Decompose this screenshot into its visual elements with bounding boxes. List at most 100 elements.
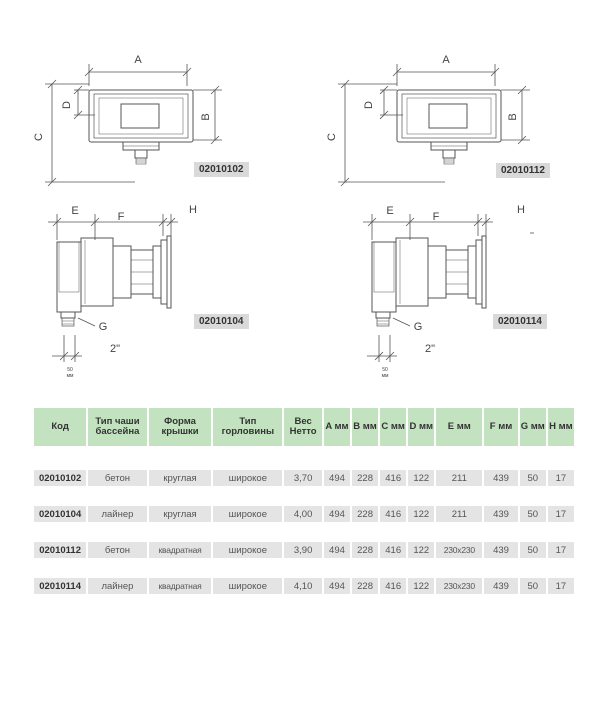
dim-label-b-right: B — [507, 113, 519, 120]
table-cell: 122 — [408, 578, 435, 594]
table-row: 02010114 лайнер квадратная широкое 4,10 … — [34, 578, 574, 594]
table-cell: 50 — [519, 578, 546, 594]
dim-label-e: E — [71, 205, 78, 217]
dim-label-d: D — [61, 101, 73, 109]
table-cell: 17 — [547, 578, 574, 594]
dim-label-a-right: A — [442, 54, 450, 66]
front-view-left — [88, 89, 194, 165]
table-cell: 3,90 — [284, 542, 322, 558]
side-view-left-dimensions — [48, 214, 178, 362]
table-cell: 439 — [484, 578, 518, 594]
dim-label-a: A — [134, 54, 142, 66]
pipe-size-label: 2" — [110, 343, 120, 355]
technical-drawings: A C D B A — [33, 54, 550, 379]
table-cell: 02010102 — [34, 470, 87, 486]
table-cell: 494 — [323, 578, 351, 594]
table-cell: 416 — [380, 542, 407, 558]
table-cell: 494 — [323, 542, 351, 558]
table-cell: широкое — [213, 542, 283, 558]
table-cell: широкое — [213, 470, 283, 486]
column-header: F мм — [484, 408, 518, 446]
gap-value-label-right: 50 — [382, 367, 388, 373]
gap-unit-label-right: мм — [382, 373, 389, 379]
dim-label-b: B — [200, 113, 212, 120]
table-cell: 228 — [352, 578, 379, 594]
product-code-label: 02010114 — [493, 314, 547, 329]
table-cell: 416 — [380, 578, 407, 594]
column-header: Код — [34, 408, 87, 446]
gap-value-label: 50 — [67, 367, 73, 373]
product-code-label: 02010112 — [496, 163, 550, 178]
side-view-left — [56, 235, 172, 327]
column-header: Тип чаши бассейна — [88, 408, 147, 446]
front-view-right — [396, 89, 502, 165]
table-cell: 439 — [484, 506, 518, 522]
gap-unit-label: мм — [67, 373, 74, 379]
column-header: A мм — [323, 408, 351, 446]
table-header-row: Код Тип чаши бассейна Форма крышки Тип г… — [34, 408, 574, 446]
pipe-size-label-right: 2" — [425, 343, 435, 355]
column-header: E мм — [436, 408, 483, 446]
column-header: Тип горловины — [213, 408, 283, 446]
table-cell: 50 — [519, 506, 546, 522]
table-cell: бетон — [88, 542, 147, 558]
table-cell: 3,70 — [284, 470, 322, 486]
dim-label-f: F — [118, 211, 125, 223]
dim-label-c-right: C — [326, 133, 338, 141]
table-cell: 02010112 — [34, 542, 87, 558]
table-cell: квадратная — [148, 542, 212, 558]
product-code-label: 02010104 — [194, 314, 249, 329]
table-cell: 02010114 — [34, 578, 87, 594]
dim-label-d-right: D — [363, 101, 375, 109]
table-cell: 416 — [380, 506, 407, 522]
table-cell: 494 — [323, 470, 351, 486]
column-header: D мм — [408, 408, 435, 446]
table-cell: круглая — [148, 506, 212, 522]
dim-label-e-right: E — [386, 205, 393, 217]
table-cell: 228 — [352, 470, 379, 486]
table-cell: 17 — [547, 470, 574, 486]
table-cell: 228 — [352, 506, 379, 522]
table-cell: бетон — [88, 470, 147, 486]
table-cell: 50 — [519, 542, 546, 558]
table-cell: 17 — [547, 506, 574, 522]
side-view-right — [371, 235, 487, 327]
table-row: 02010102 бетон круглая широкое 3,70 494 … — [34, 470, 574, 486]
product-code-label: 02010102 — [194, 162, 249, 177]
table-cell: квадратная — [148, 578, 212, 594]
table-cell: широкое — [213, 578, 283, 594]
table-cell: круглая — [148, 470, 212, 486]
table-cell: 230x230 — [436, 578, 483, 594]
table-cell: 439 — [484, 470, 518, 486]
table-cell: 122 — [408, 470, 435, 486]
drawings-svg: A C D B A — [33, 54, 534, 379]
side-view-right-dimensions — [363, 214, 534, 362]
table-cell: 230x230 — [436, 542, 483, 558]
dim-label-f-right: F — [433, 211, 440, 223]
column-header: Форма крышки — [148, 408, 212, 446]
table-cell: 02010104 — [34, 506, 87, 522]
table-cell: 122 — [408, 506, 435, 522]
table-cell: широкое — [213, 506, 283, 522]
dim-label-h: H — [189, 204, 197, 216]
table-cell: 211 — [436, 506, 483, 522]
column-header: G мм — [519, 408, 546, 446]
dim-label-g: G — [99, 321, 108, 333]
table-row: 02010104 лайнер круглая широкое 4,00 494… — [34, 506, 574, 522]
table-cell: лайнер — [88, 578, 147, 594]
spec-table: Код Тип чаши бассейна Форма крышки Тип г… — [32, 408, 576, 594]
table-row: 02010112 бетон квадратная широкое 3,90 4… — [34, 542, 574, 558]
column-header: H мм — [547, 408, 574, 446]
front-view-right-dimensions — [338, 64, 530, 187]
column-header: B мм — [352, 408, 379, 446]
table-cell: 4,10 — [284, 578, 322, 594]
table-cell: 416 — [380, 470, 407, 486]
dim-label-c: C — [33, 133, 45, 141]
table-cell: 439 — [484, 542, 518, 558]
dim-label-h-right: H — [517, 204, 525, 216]
front-view-left-dimensions — [45, 64, 222, 187]
table-cell: 211 — [436, 470, 483, 486]
table-cell: 122 — [408, 542, 435, 558]
dim-label-g-right: G — [414, 321, 423, 333]
table-cell: лайнер — [88, 506, 147, 522]
